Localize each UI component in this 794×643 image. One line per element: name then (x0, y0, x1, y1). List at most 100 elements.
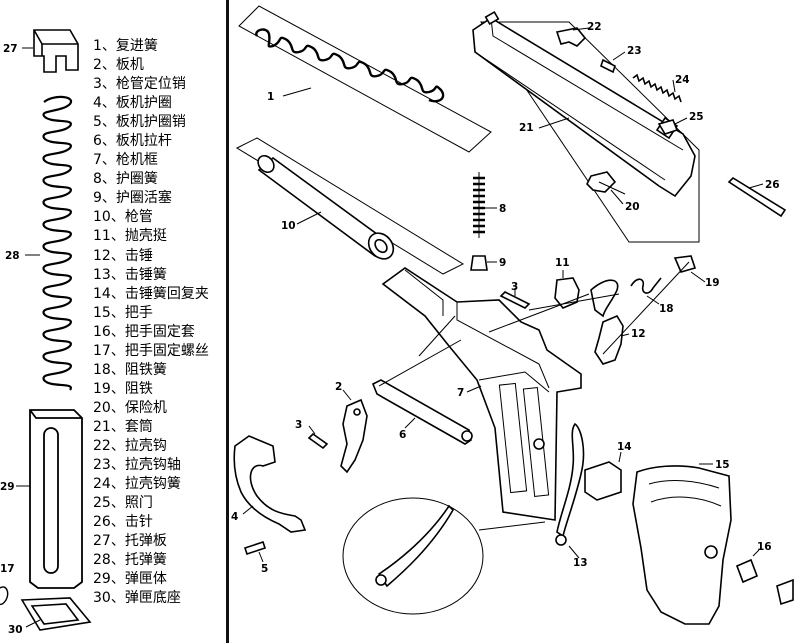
label-20: 20 (625, 201, 640, 213)
safety-part: 20 (586, 171, 640, 213)
label-10: 10 (281, 220, 296, 232)
label-11: 11 (555, 257, 570, 269)
label-1: 1 (267, 91, 274, 103)
legend-item: 22、拉壳钩 (93, 437, 167, 454)
rear-sight-part: 25 (657, 111, 704, 135)
legend-item: 19、阻铁 (93, 380, 153, 397)
legend-item: 5、板机护圈销 (93, 114, 186, 131)
recoil-spring-part: 1 (238, 5, 492, 153)
label-13: 13 (573, 557, 588, 569)
parts-legend: 1、复进簧 2、板机 3、枪管定位销 4、板机护圈 5、板机护圈销 6、板机拉杆… (93, 37, 209, 608)
legend-item: 24、拉壳钩簧 (93, 476, 181, 493)
legend-item: 15、把手 (93, 304, 153, 321)
legend-panel: 27 28 29 30 17 1、复进簧 2、板机 3、枪管定位销 4、板机护圈… (0, 0, 226, 643)
legend-item: 10、枪管 (93, 209, 153, 226)
label-30: 30 (8, 624, 23, 636)
label-6: 6 (399, 429, 406, 441)
legend-item: 1、复进簧 (93, 38, 158, 54)
legend-item: 12、击锤 (93, 247, 153, 264)
trigger-bar-part: 6 (371, 379, 473, 445)
label-2: 2 (335, 381, 342, 393)
legend-item: 14、击锤簧回复夹 (93, 285, 209, 302)
sear-part: 19 (673, 255, 720, 289)
sear-spring-part: 18 (630, 277, 674, 315)
label-27: 27 (3, 43, 18, 55)
legend-item: 26、击针 (93, 514, 153, 531)
label-21: 21 (519, 122, 534, 134)
guard-pin-part: 5 (243, 540, 268, 575)
follower-part (33, 29, 79, 73)
trigger-part: 2 (335, 381, 368, 474)
legend-item: 25、照门 (93, 495, 153, 512)
label-9: 9 (499, 257, 506, 269)
leader-lines (378, 261, 690, 387)
barrel-part: 10 (235, 137, 465, 275)
grip-part: 15 (632, 459, 732, 625)
hammer-spring-part: 13 (555, 422, 588, 569)
magazine-illustration: 27 28 29 30 17 (0, 29, 92, 636)
exploded-view: .p{fill:#fff;stroke:#000;stroke-width:1.… (231, 5, 794, 625)
label-24: 24 (675, 74, 690, 86)
label-18: 18 (659, 303, 674, 315)
label-28: 28 (5, 250, 20, 262)
locking-pin-part-a: 3 (499, 281, 531, 309)
label-4: 4 (231, 511, 238, 523)
legend-item: 6、板机拉杆 (93, 133, 172, 150)
legend-item: 30、弹匣底座 (93, 590, 181, 607)
extractor-spring-part: 24 (632, 73, 690, 103)
magazine-base (20, 597, 92, 631)
legend-item: 7、枪机框 (93, 152, 158, 169)
label-23: 23 (627, 45, 642, 57)
panel-divider (226, 0, 229, 643)
firing-pin-part: 26 (727, 176, 787, 218)
label-8: 8 (499, 203, 506, 215)
magazine-spring (42, 95, 73, 391)
extractor-part: 22 (555, 21, 602, 47)
locking-pin-part-b: 3 (295, 419, 329, 450)
label-7: 7 (457, 387, 464, 399)
label-14: 14 (617, 441, 632, 453)
legend-item: 20、保险机 (93, 399, 167, 416)
return-clip-part: 14 (584, 441, 632, 501)
label-26: 26 (765, 179, 780, 191)
legend-item: 17、把手固定螺丝 (93, 342, 209, 359)
label-15: 15 (715, 459, 730, 471)
magazine-body (29, 409, 83, 589)
label-5: 5 (261, 563, 268, 575)
legend-item: 28、托弹簧 (93, 552, 167, 569)
legend-item: 4、板机护圈 (93, 95, 172, 112)
grip-bushing-part: 16 (735, 541, 772, 584)
legend-item: 18、阻铁簧 (93, 361, 167, 378)
extractor-pin-part: 23 (600, 45, 642, 74)
legend-item: 9、护圈活塞 (93, 190, 172, 207)
legend-item: 13、击锤簧 (93, 266, 167, 283)
guard-piston-part: 9 (470, 255, 506, 271)
legend-item: 23、拉壳钩轴 (93, 457, 181, 474)
label-3a: 3 (511, 281, 518, 293)
trigger-guard-part: 4 (231, 435, 307, 533)
legend-item: 3、枪管定位销 (93, 76, 186, 93)
label-12: 12 (631, 328, 646, 340)
legend-item: 27、托弹板 (93, 533, 167, 550)
legend-item: 16、把手固定套 (93, 323, 195, 340)
label-3b: 3 (295, 419, 302, 431)
grip-screw-partial (0, 586, 9, 606)
label-17: 17 (0, 563, 15, 575)
guard-spring-part: 8 (473, 172, 506, 238)
label-22: 22 (587, 21, 602, 33)
legend-item: 21、套筒 (93, 418, 153, 435)
label-19: 19 (705, 277, 720, 289)
legend-item: 11、抛壳挺 (93, 228, 167, 245)
exploded-diagram: .p{fill:#fff;stroke:#000;stroke-width:1.… (229, 0, 794, 643)
grip-screw-part (776, 578, 794, 606)
label-16: 16 (757, 541, 772, 553)
hammer-part: 12 (594, 314, 646, 365)
legend-item: 29、弹匣体 (93, 571, 167, 588)
legend-item: 8、护圈簧 (93, 171, 158, 188)
label-29: 29 (0, 481, 15, 493)
ejector-part: 11 (554, 257, 619, 318)
detail-zoom-circle (342, 497, 546, 615)
label-25: 25 (689, 111, 704, 123)
legend-item: 2、板机 (93, 57, 144, 74)
frame-part: 7 (381, 267, 582, 521)
